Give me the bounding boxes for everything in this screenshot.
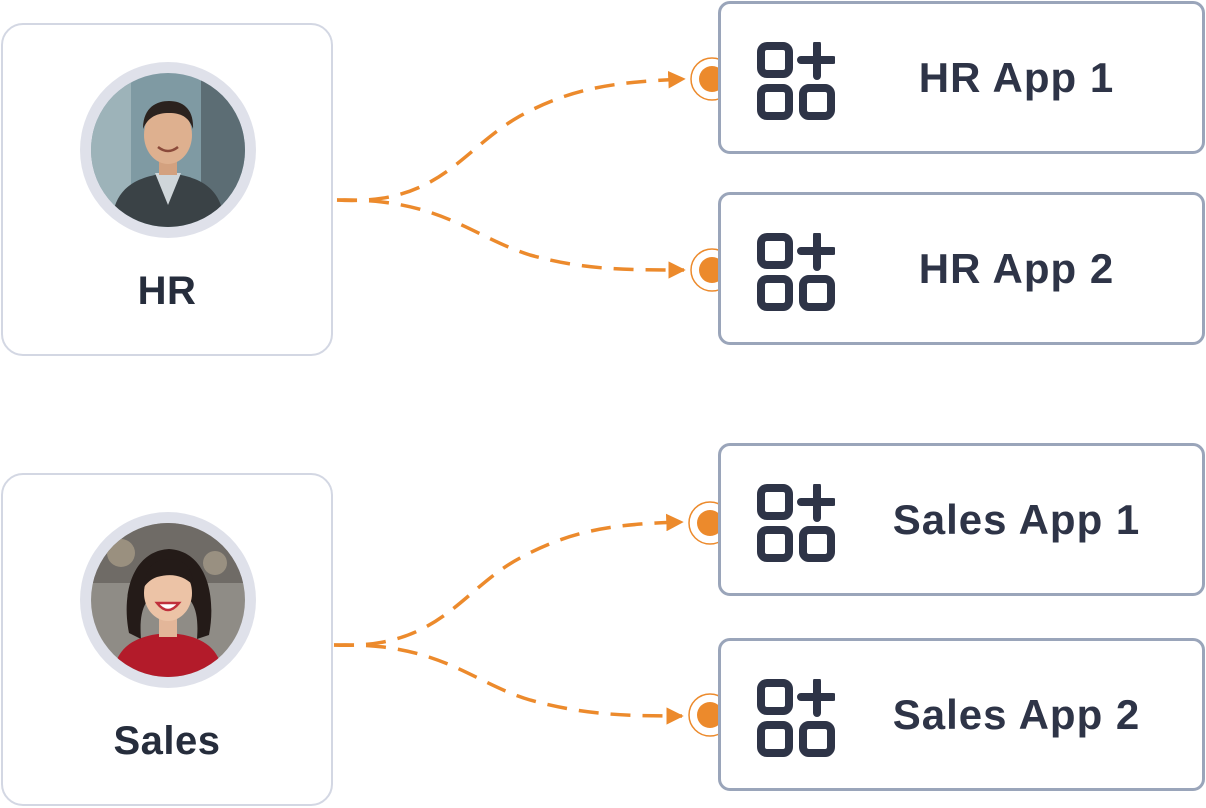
apps-grid-plus-icon — [757, 233, 835, 311]
apps-grid-plus-icon — [757, 42, 835, 120]
connector-sales-app-2 — [333, 643, 684, 725]
role-card-sales[interactable]: Sales — [1, 473, 333, 806]
apps-grid-plus-icon — [757, 679, 835, 757]
role-label: HR — [137, 269, 197, 313]
app-label: Sales App 2 — [892, 691, 1141, 738]
app-card-sales-app-1[interactable]: Sales App 1 — [718, 443, 1205, 596]
connector-hr-app-2 — [336, 198, 686, 279]
smiling-woman-avatar — [91, 523, 245, 677]
app-card-hr-app-1[interactable]: HR App 1 — [718, 1, 1205, 154]
app-card-sales-app-2[interactable]: Sales App 2 — [718, 638, 1205, 791]
connector-sales-app-1 — [333, 513, 684, 647]
avatar-ring — [80, 62, 256, 238]
avatar-ring — [80, 512, 256, 688]
app-label: HR App 2 — [918, 245, 1115, 292]
apps-grid-plus-icon — [757, 484, 835, 562]
man-in-blazer-avatar — [91, 73, 245, 227]
app-label: Sales App 1 — [892, 496, 1141, 543]
app-card-hr-app-2[interactable]: HR App 2 — [718, 192, 1205, 345]
role-card-hr[interactable]: HR — [1, 23, 333, 356]
app-label: HR App 1 — [918, 54, 1115, 101]
connector-hr-app-1 — [336, 70, 686, 203]
role-label: Sales — [113, 719, 221, 763]
